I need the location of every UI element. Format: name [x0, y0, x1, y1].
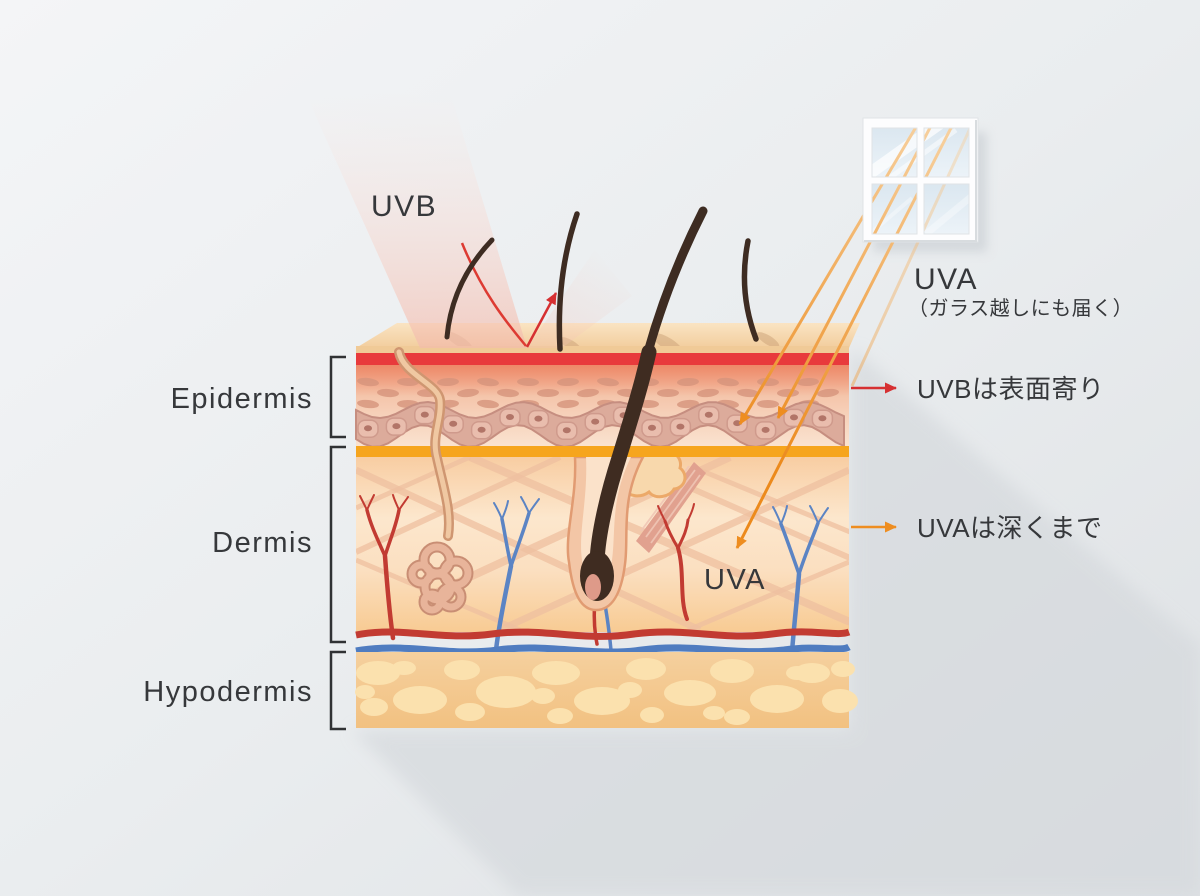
uva-window-note: （ガラス越しにも届く）: [908, 297, 1133, 320]
bracket-dermis: [329, 445, 346, 644]
artery-branch-right: [657, 503, 695, 621]
epidermis-layer: [355, 353, 849, 457]
uva-annotation: UVAは深くまで: [851, 513, 1103, 543]
hypodermis-layer: [355, 652, 858, 728]
artery-horizontal: [355, 628, 851, 640]
hair: [741, 238, 759, 342]
uva-ray: [850, 121, 975, 387]
fat-cells: [355, 658, 858, 725]
hair: [556, 211, 580, 352]
uva-window-label: UVA: [914, 263, 978, 296]
vein-branch-left: [493, 496, 540, 653]
hair: [444, 237, 495, 340]
label-hypodermis: Hypodermis: [143, 676, 313, 708]
label-epidermis: Epidermis: [171, 383, 313, 415]
dermis-boundary-orange-band: [356, 446, 849, 457]
uva-annotation-text: UVAは深くまで: [917, 513, 1103, 543]
uvb-annotation-text: UVBは表面寄り: [917, 374, 1104, 404]
bracket-hypodermis: [329, 650, 346, 731]
block-drop-shadow: [352, 352, 1200, 896]
uvb-reflection-arrow: [525, 292, 558, 348]
skin-block: [355, 323, 860, 728]
window-frame-shade: [864, 120, 977, 242]
label-dermis: Dermis: [212, 527, 313, 559]
uva-ray: [776, 121, 935, 419]
arrector-pili-muscle: [636, 462, 706, 553]
hair-root: [580, 344, 657, 601]
sweat-gland-coil: [406, 541, 474, 616]
annotations: Epidermis Dermis Hypodermis UVB UVA （ガラス…: [143, 190, 1133, 731]
bracket-epidermis: [329, 355, 346, 439]
dermal-papilla: [585, 574, 601, 600]
window-icon: [735, 117, 979, 549]
uva-dermis-label: UVA: [704, 564, 766, 596]
vein-horizontal: [355, 643, 851, 656]
sweat-gland: [394, 347, 474, 616]
uva-ray: [738, 121, 921, 425]
uvb-beam: [305, 92, 632, 348]
surface-red-band: [356, 353, 849, 365]
window-frame: [862, 117, 979, 243]
vein-branch-right: [772, 505, 829, 655]
skin-front-lip: [356, 346, 849, 354]
uvb-annotation: UVBは表面寄り: [851, 374, 1104, 404]
hairs: [444, 206, 759, 357]
hair: [643, 206, 708, 357]
uvb-beam-label: UVB: [371, 190, 437, 223]
